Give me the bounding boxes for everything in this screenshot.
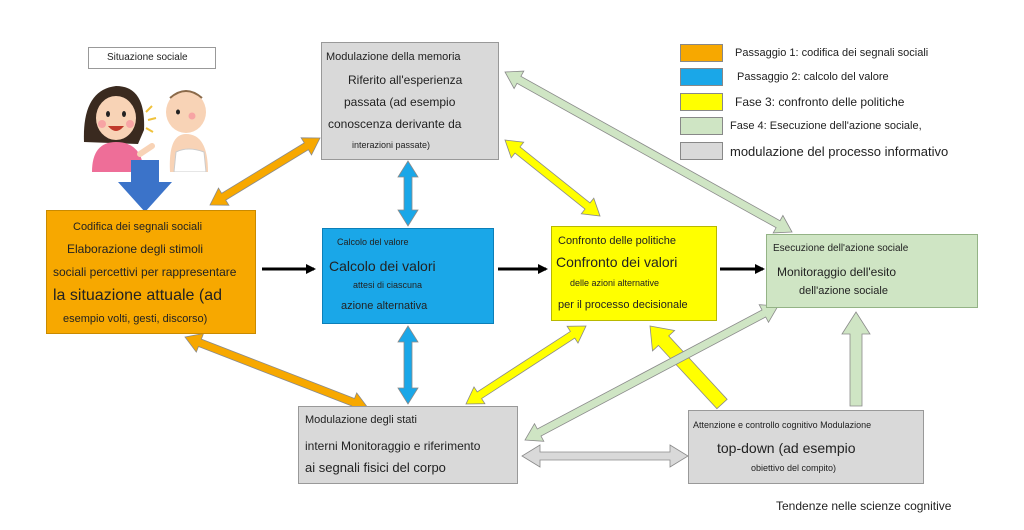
internal-states-box: Modulazione degli stati interni Monitora…: [298, 406, 518, 484]
execution-line-1: Monitoraggio dell'esito: [777, 265, 897, 279]
internal-title: Modulazione degli stati: [305, 414, 417, 426]
encoding-line-2: sociali percettivi per rappresentare: [53, 265, 237, 279]
arrow-encoding-internal: [184, 332, 369, 413]
memory-line-2: passata (ad esempio: [344, 95, 456, 109]
legend: Passaggio 1: codifica dei segnali social…: [680, 44, 1000, 170]
arrow-execution-memory: [504, 70, 793, 234]
memory-line-1: Riferito all'esperienza: [348, 73, 463, 87]
legend-label-2: Passaggio 2: calcolo del valore: [737, 71, 889, 83]
value-title: Calcolo del valore: [337, 237, 409, 247]
attention-title: Attenzione e controllo cognitivo Modulaz…: [693, 420, 872, 430]
encoding-line-3: la situazione attuale (ad: [53, 287, 222, 304]
legend-swatch-4: [680, 117, 723, 135]
value-line-3: azione alternativa: [341, 300, 428, 312]
legend-label-5: modulazione del processo informativo: [730, 144, 949, 159]
arrow-memory-value: [397, 160, 419, 227]
input-down-arrow: [118, 160, 172, 212]
attention-box: Attenzione e controllo cognitivo Modulaz…: [688, 410, 924, 484]
arrow-encoding-memory: [209, 137, 321, 206]
input-situation-title: Situazione sociale: [107, 52, 188, 63]
encoding-title: Codifica dei segnali sociali: [73, 221, 203, 233]
internal-line-2: ai segnali fisici del corpo: [305, 460, 446, 475]
memory-line-3: conoscenza derivante da: [328, 117, 462, 131]
attention-line-1: top-down (ad esempio: [717, 440, 856, 456]
footer-source: Tendenze nelle scienze cognitive: [776, 499, 952, 513]
policy-line-2: delle azioni alternative: [570, 278, 660, 288]
legend-swatch-2: [680, 68, 723, 86]
execution-box: Esecuzione dell'azione sociale Monitorag…: [766, 234, 978, 308]
arrow-execution-internal: [524, 304, 779, 442]
policy-box: Confronto delle politiche Confronto dei …: [551, 226, 717, 321]
memory-title: Modulazione della memoria: [326, 51, 461, 63]
value-line-2: attesi di ciascuna: [353, 280, 423, 290]
value-box: Calcolo del valore Calcolo dei valori at…: [322, 228, 494, 324]
memory-box: Modulazione della memoria Riferito all'e…: [321, 42, 499, 160]
legend-label-4: Fase 4: Esecuzione dell'azione sociale,: [730, 120, 922, 132]
legend-swatch-3: [680, 93, 723, 111]
arrow-policy-internal: [465, 325, 587, 405]
policy-line-1: Confronto dei valori: [556, 254, 678, 270]
arrow-attention-policy: [649, 325, 728, 410]
attention-line-2: obiettivo del compito): [751, 463, 837, 473]
arrow-policy-memory: [504, 139, 601, 217]
execution-title: Esecuzione dell'azione sociale: [773, 243, 909, 254]
policy-title: Confronto delle politiche: [558, 235, 677, 247]
internal-line-1: interni Monitoraggio e riferimento: [305, 439, 481, 453]
arrow-attention-execution: [841, 311, 871, 407]
legend-swatch-5: [680, 142, 723, 160]
encoding-line-1: Elaborazione degli stimoli: [67, 242, 204, 256]
execution-line-2: dell'azione sociale: [799, 285, 888, 297]
legend-label-1: Passaggio 1: codifica dei segnali social…: [735, 47, 929, 59]
memory-line-4: interazioni passate): [352, 140, 431, 150]
encoding-line-4: esempio volti, gesti, discorso): [63, 313, 208, 325]
encoding-box: Codifica dei segnali sociali Elaborazion…: [46, 210, 256, 334]
value-line-1: Calcolo dei valori: [329, 258, 436, 274]
arrow-internal-attention: [521, 444, 689, 468]
legend-swatch-1: [680, 44, 723, 62]
legend-label-3: Fase 3: confronto delle politiche: [735, 95, 905, 109]
mother-and-baby-illustration: [83, 86, 208, 172]
input-situation-box: Situazione sociale: [88, 47, 216, 69]
arrow-value-internal: [397, 325, 419, 405]
policy-line-3: per il processo decisionale: [558, 299, 688, 311]
